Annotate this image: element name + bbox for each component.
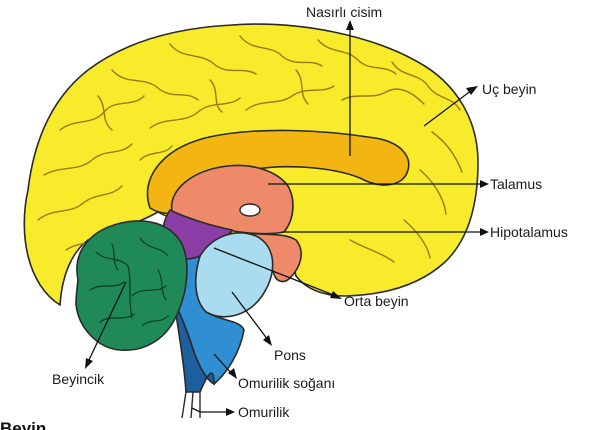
- label-pons: Pons: [274, 347, 306, 363]
- label-cerebrum: Uç beyin: [482, 81, 536, 97]
- label-medulla: Omurilik soğanı: [238, 375, 335, 391]
- arrowhead-icon: [228, 368, 237, 379]
- spinal-cord-strand: [191, 392, 193, 418]
- cerebellum-region: [76, 221, 187, 350]
- section-heading: Beyin: [0, 419, 46, 430]
- spinal-cord-strand: [182, 392, 186, 418]
- arrowhead-icon: [346, 20, 354, 30]
- arrowhead-icon: [85, 358, 93, 369]
- arrowhead-icon: [480, 180, 489, 188]
- label-thalamus: Talamus: [490, 176, 542, 192]
- arrowhead-icon: [226, 408, 235, 416]
- label-midbrain: Orta beyin: [344, 293, 409, 309]
- thalamus-dot: [240, 204, 260, 216]
- label-cerebellum: Beyincik: [52, 371, 105, 387]
- label-spinal-cord: Omurilik: [238, 404, 290, 420]
- label-corpus-callosum: Nasırlı cisim: [306, 4, 382, 20]
- arrowhead-icon: [263, 335, 272, 346]
- label-hypothalamus: Hipotalamus: [490, 224, 568, 240]
- arrowhead-icon: [480, 228, 489, 236]
